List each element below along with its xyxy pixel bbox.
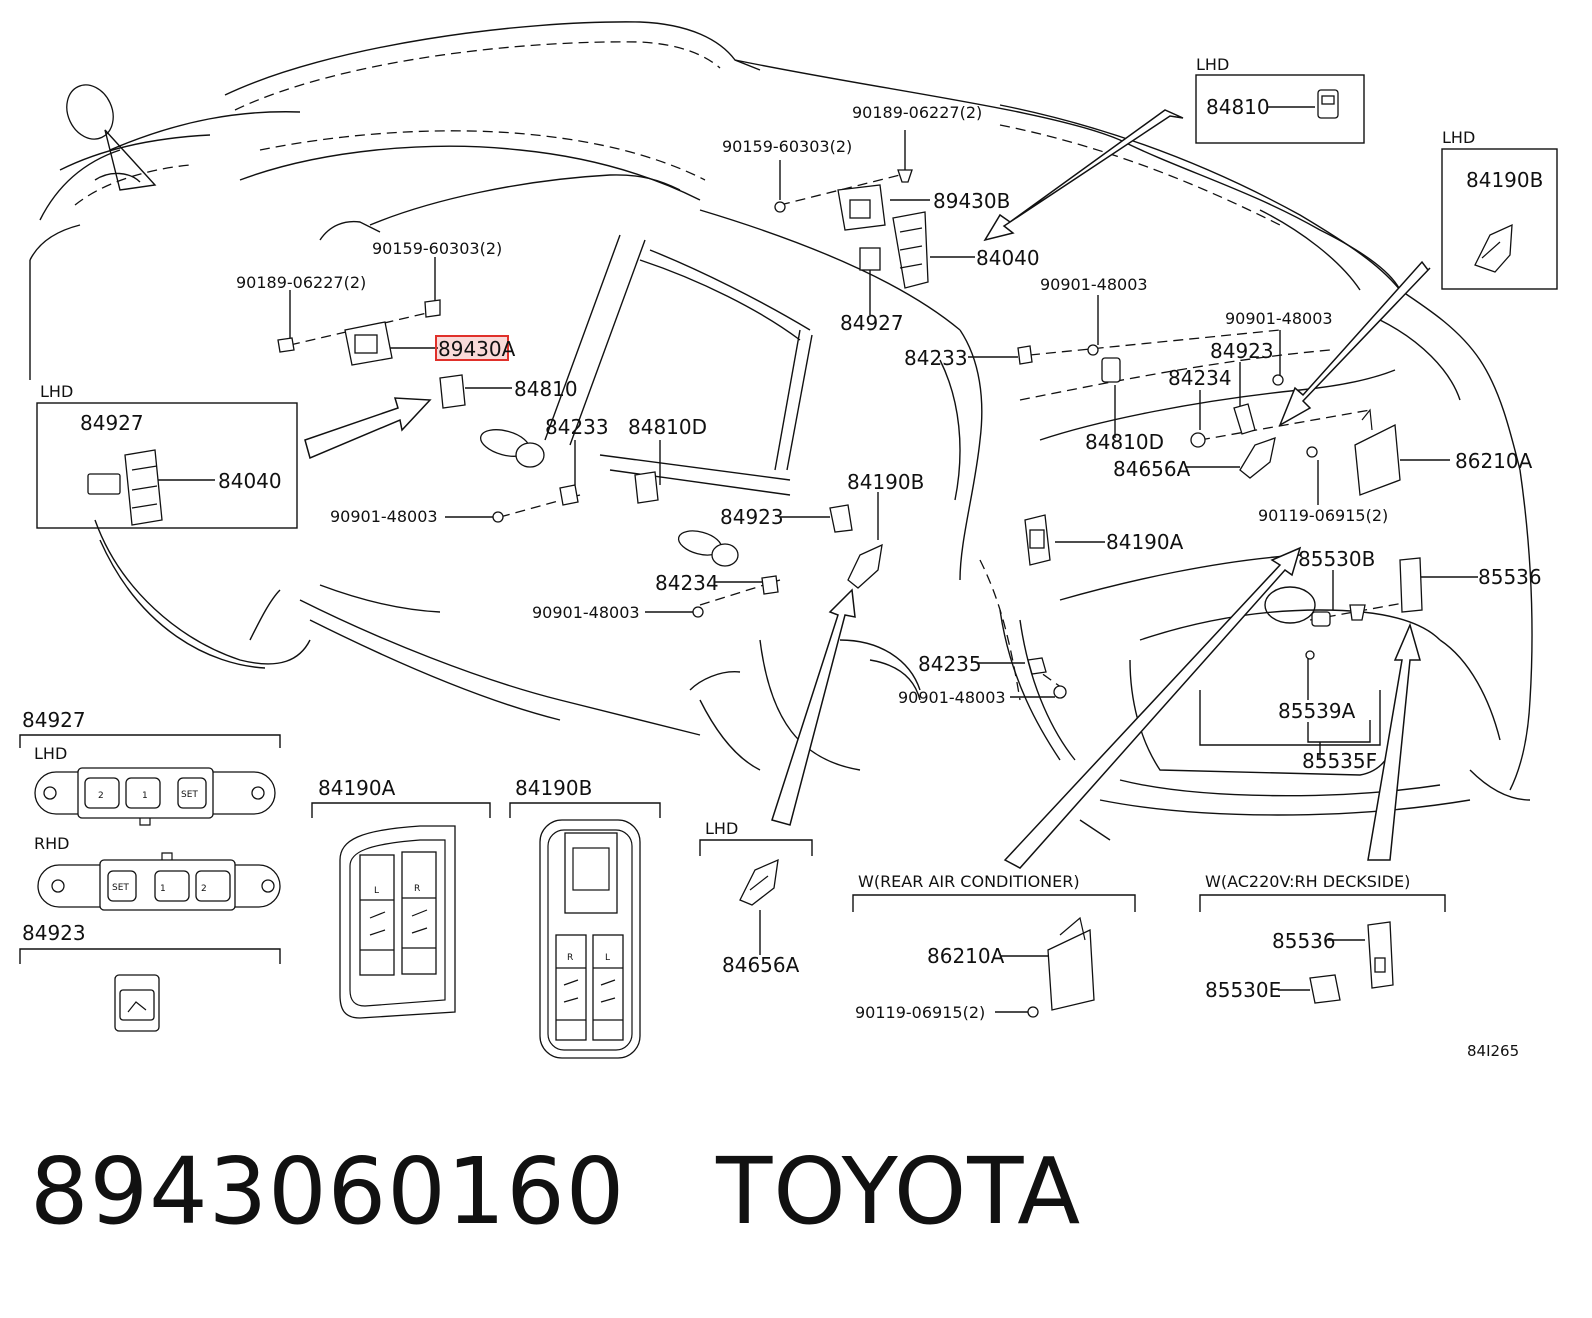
part-label-90901-b[interactable]: 90901-48003: [1225, 309, 1333, 328]
footer-title: 8943060160 TOYOTA: [30, 1138, 1081, 1245]
part-label-85536-detail[interactable]: 85536: [1272, 929, 1336, 953]
part-label-84235[interactable]: 84235: [918, 652, 982, 676]
detail-rear-air: W(REAR AIR CONDITIONER) 86210A 90119-069…: [852, 872, 1136, 1022]
part-label-84234-right[interactable]: 84234: [1168, 366, 1232, 390]
window-switch-r[interactable]: [555, 934, 587, 1041]
part-label-85530E[interactable]: 85530E: [1205, 978, 1281, 1002]
part-label-90189-left[interactable]: 90189-06227(2): [236, 273, 366, 292]
svg-text:L: L: [374, 886, 379, 896]
part-number: 8943060160: [30, 1138, 626, 1245]
part-label-84190A-detail[interactable]: 84190A: [318, 776, 396, 800]
part-label-90159-left[interactable]: 90159-60303(2): [372, 239, 502, 258]
main-part-labels: 90189-06227(2) 90159-60303(2) 89430B 840…: [236, 103, 1542, 773]
lhd-label: LHD: [1196, 55, 1229, 74]
ac220-caption: W(AC220V:RH DECKSIDE): [1205, 872, 1410, 891]
part-label-89430B[interactable]: 89430B: [933, 189, 1010, 213]
part-label-84233-left[interactable]: 84233: [545, 415, 609, 439]
memory-button-1[interactable]: [125, 777, 161, 809]
part-label-84810D-right[interactable]: 84810D: [1085, 430, 1164, 454]
svg-text:2: 2: [201, 884, 207, 894]
part-label-90119-detail[interactable]: 90119-06915(2): [855, 1003, 985, 1022]
window-switch-l[interactable]: [592, 934, 624, 1041]
rhd-label: RHD: [34, 834, 69, 853]
part-label-85530B[interactable]: 85530B: [1298, 547, 1375, 571]
detail-84190B: 84190B R L: [509, 776, 661, 1059]
memory-set-button[interactable]: [107, 870, 137, 902]
part-label-84040-box[interactable]: 84040: [218, 469, 282, 493]
part-label-84923-left[interactable]: 84923: [720, 505, 784, 529]
svg-text:SET: SET: [112, 883, 129, 893]
part-label-90901-a[interactable]: 90901-48003: [1040, 275, 1148, 294]
svg-text:1: 1: [142, 791, 148, 801]
part-glyphs: [87, 89, 1513, 1018]
lhd-box-84810: LHD 84810: [1195, 55, 1365, 144]
part-label-84233-mid[interactable]: 84233: [904, 346, 968, 370]
part-label-84190B-box[interactable]: 84190B: [1466, 168, 1543, 192]
part-label-85536-right[interactable]: 85536: [1478, 565, 1542, 589]
part-label-90901-e[interactable]: 90901-48003: [898, 688, 1006, 707]
figure-code: 84I265: [1467, 1042, 1519, 1060]
part-label-90159-top[interactable]: 90159-60303(2): [722, 137, 852, 156]
vehicle-outline: [29, 21, 1533, 841]
memory-set-button[interactable]: [177, 777, 207, 809]
part-label-84927-mid[interactable]: 84927: [840, 311, 904, 335]
detail-84927: 84927 LHD 2 1 SET RHD SET 1 2: [19, 708, 281, 911]
part-label-84927-box[interactable]: 84927: [80, 411, 144, 435]
svg-text:SET: SET: [181, 790, 198, 800]
part-label-90901-c[interactable]: 90901-48003: [330, 507, 438, 526]
detail-84190A: 84190A L R: [311, 776, 491, 1019]
part-label-84923-detail[interactable]: 84923: [22, 921, 86, 945]
lhd-label: LHD: [1442, 128, 1475, 147]
part-label-85539A[interactable]: 85539A: [1278, 699, 1356, 723]
part-label-84656A-right[interactable]: 84656A: [1113, 457, 1191, 481]
part-label-84190B-detail[interactable]: 84190B: [515, 776, 592, 800]
part-label-84810-box[interactable]: 84810: [1206, 95, 1270, 119]
part-label-84927-detail[interactable]: 84927: [22, 708, 86, 732]
svg-text:2: 2: [98, 791, 104, 801]
svg-text:R: R: [414, 884, 420, 894]
callout-arrows: [304, 109, 1431, 869]
detail-84923: 84923: [19, 921, 281, 1032]
lhd-label: LHD: [34, 744, 67, 763]
part-label-84234-left[interactable]: 84234: [655, 571, 719, 595]
part-label-85535F[interactable]: 85535F: [1302, 749, 1377, 773]
lhd-label: LHD: [705, 819, 738, 838]
part-label-84923-right[interactable]: 84923: [1210, 339, 1274, 363]
detail-ac220v: W(AC220V:RH DECKSIDE) 85536 85530E: [1199, 872, 1446, 1002]
part-label-90119-right[interactable]: 90119-06915(2): [1258, 506, 1388, 525]
part-label-86210A-right[interactable]: 86210A: [1455, 449, 1533, 473]
part-label-84190A-mid[interactable]: 84190A: [1106, 530, 1184, 554]
brand-name: TOYOTA: [716, 1138, 1082, 1245]
lhd-label: LHD: [40, 382, 73, 401]
detail-84656A: LHD 84656A: [699, 819, 813, 977]
memory-button-2[interactable]: [84, 777, 120, 809]
window-lock-button[interactable]: [564, 832, 618, 914]
part-label-84040-top[interactable]: 84040: [976, 246, 1040, 270]
lhd-box-84927-84040: LHD 84927 84040: [36, 382, 298, 529]
part-label-84810D-left[interactable]: 84810D: [628, 415, 707, 439]
svg-text:R: R: [567, 953, 573, 963]
part-label-86210A-detail[interactable]: 86210A: [927, 944, 1005, 968]
highlight-box: [435, 335, 509, 361]
part-label-84656A-detail[interactable]: 84656A: [722, 953, 800, 977]
svg-text:1: 1: [160, 884, 166, 894]
lhd-box-84190B: LHD 84190B: [1441, 128, 1558, 290]
svg-text:L: L: [605, 953, 610, 963]
leader-lines: [155, 106, 1478, 1013]
rear-air-caption: W(REAR AIR CONDITIONER): [858, 872, 1080, 891]
part-label-90189-top[interactable]: 90189-06227(2): [852, 103, 982, 122]
part-label-89430A[interactable]: 89430A: [438, 337, 516, 361]
memory-button-2[interactable]: [195, 870, 231, 902]
part-label-90901-d[interactable]: 90901-48003: [532, 603, 640, 622]
part-label-84190B-mid[interactable]: 84190B: [847, 470, 924, 494]
part-label-84810-left[interactable]: 84810: [514, 377, 578, 401]
memory-button-1[interactable]: [154, 870, 190, 902]
